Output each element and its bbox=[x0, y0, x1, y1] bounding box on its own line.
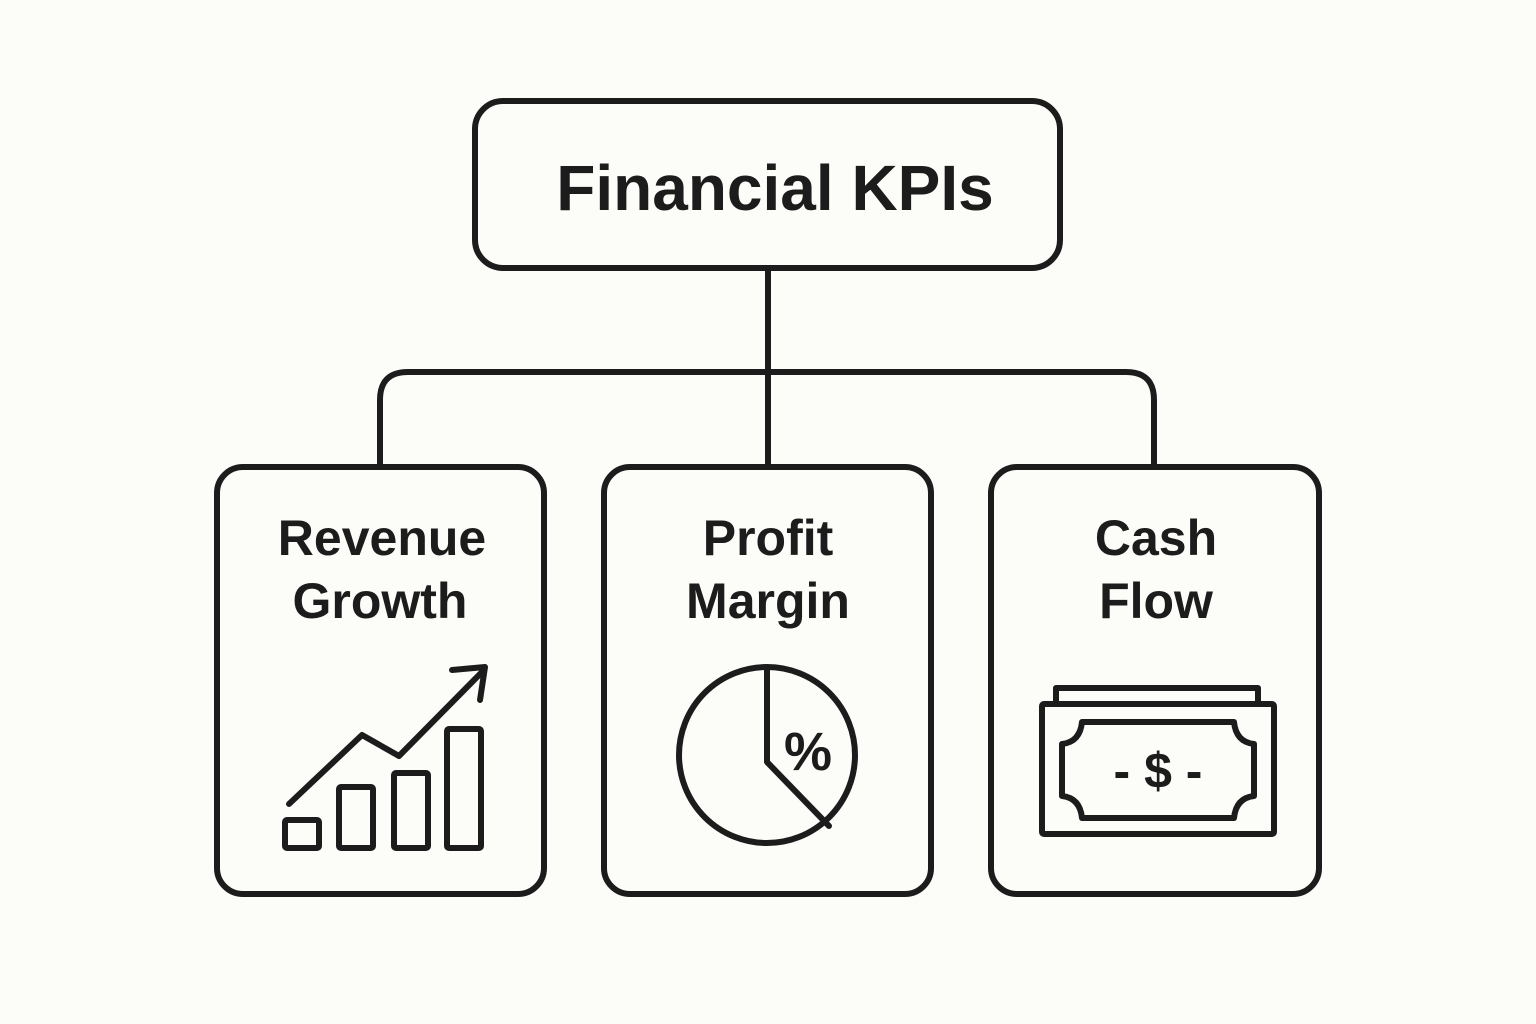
kpi-node-box bbox=[214, 464, 547, 897]
kpi-node-title-line1: Revenue bbox=[278, 510, 486, 566]
kpi-node-box bbox=[988, 464, 1322, 897]
root-node: Financial KPIs bbox=[472, 98, 1063, 271]
kpi-node-title-line1: Cash bbox=[1095, 510, 1217, 566]
icon-note-stack-back bbox=[1053, 685, 1261, 705]
bar-chart-arrow-icon bbox=[282, 664, 488, 851]
connector-horizontal-bus bbox=[377, 369, 1157, 469]
kpi-node-box bbox=[601, 464, 934, 897]
icon-bar-2 bbox=[336, 784, 376, 851]
icon-bar-4 bbox=[444, 726, 484, 851]
icon-percent-sign: % bbox=[784, 722, 832, 782]
icon-trend-line bbox=[286, 669, 485, 807]
root-node-label: Financial KPIs bbox=[556, 152, 993, 224]
icon-arrow-head bbox=[449, 664, 488, 703]
icon-note-inner-border bbox=[1059, 719, 1257, 821]
icon-note-dollar-label: - $ - bbox=[1114, 743, 1203, 799]
kpi-node-title-line2: Flow bbox=[1099, 573, 1213, 629]
icon-bar-1 bbox=[282, 817, 322, 851]
kpi-node-profit-margin: Profit Margin % bbox=[601, 464, 934, 897]
kpi-node-revenue-growth: Revenue Growth bbox=[214, 464, 547, 897]
kpi-node-cash-flow: Cash Flow - $ - bbox=[988, 464, 1322, 897]
kpi-node-title-line2: Margin bbox=[686, 573, 850, 629]
kpi-node-title-line2: Growth bbox=[293, 573, 468, 629]
connectors bbox=[377, 265, 1157, 469]
kpi-node-title-line1: Profit bbox=[703, 510, 834, 566]
icon-pie-slice bbox=[764, 664, 832, 829]
icon-bar-3 bbox=[391, 770, 431, 851]
icon-note-outline bbox=[1039, 701, 1277, 837]
root-node-box bbox=[472, 98, 1063, 271]
pie-percent-icon: % bbox=[676, 664, 858, 846]
banknote-icon: - $ - bbox=[1039, 685, 1277, 837]
